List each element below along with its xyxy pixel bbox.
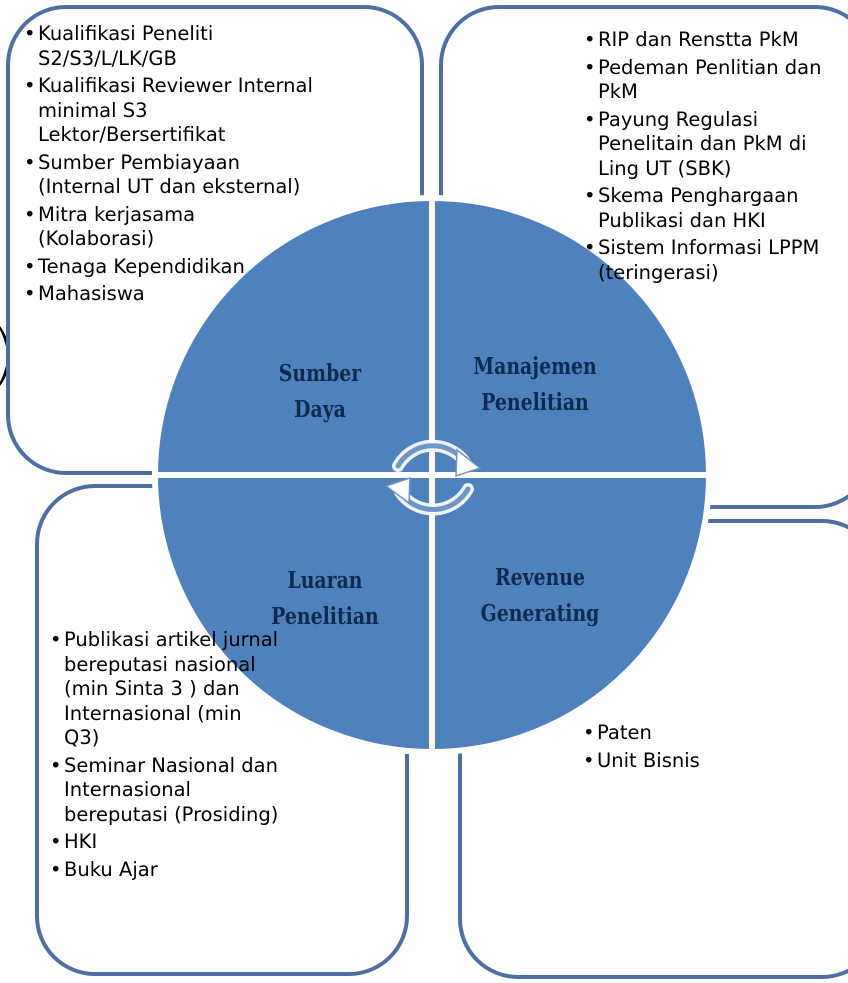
list-item: Payung Regulasi Penelitain dan PkM di Li…	[584, 108, 846, 182]
label-line: Manajemen	[473, 353, 597, 380]
list-item: Buku Ajar	[50, 858, 280, 883]
list-item: HKI	[50, 830, 280, 855]
list-item: Kualifikasi Reviewer Internal minimal S3…	[24, 74, 314, 148]
list-item: Kualifikasi Peneliti S2/S3/L/LK/GB	[24, 22, 314, 71]
sumber-daya-list: Kualifikasi Peneliti S2/S3/L/LK/GB Kuali…	[24, 22, 314, 310]
list-item: Sumber Pembiayaan (Internal UT dan ekste…	[24, 151, 314, 200]
label-line: Generating	[480, 600, 600, 627]
revenue-generating-list: Paten Unit Bisnis	[583, 721, 823, 776]
quadrant-manajemen-penelitian	[429, 194, 713, 478]
label-line: Luaran	[287, 567, 363, 594]
label-line: Sumber	[278, 360, 362, 387]
list-item: Mitra kerjasama (Kolaborasi)	[24, 203, 314, 252]
list-item: Mahasiswa	[24, 282, 314, 307]
label-line: Penelitian	[271, 603, 379, 630]
quadrant-revenue-generating	[429, 472, 713, 756]
quadrant-label-revenue-generating: Revenue Generating	[458, 560, 622, 632]
quadrant-label-manajemen-penelitian: Manajemen Penelitian	[449, 349, 621, 421]
cycle-arrows-icon	[384, 439, 482, 516]
label-line: Daya	[294, 396, 346, 423]
luaran-penelitian-list: Publikasi artikel jurnal bereputasi nasi…	[50, 628, 280, 885]
label-line: Revenue	[494, 564, 586, 591]
list-item: Pedeman Penlitian dan PkM	[584, 56, 846, 105]
list-item: Unit Bisnis	[583, 749, 823, 774]
list-item: Sistem Informasi LPPM (teringerasi)	[584, 236, 846, 285]
quadrant-label-sumber-daya: Sumber Daya	[263, 356, 378, 428]
quadrant-label-luaran-penelitian: Luaran Penelitian	[255, 563, 394, 635]
manajemen-penelitian-list: RIP dan Renstta PkM Pedeman Penlitian da…	[584, 28, 846, 288]
list-item: Skema Penghargaan Publikasi dan HKI	[584, 184, 846, 233]
list-item: Paten	[583, 721, 823, 746]
list-item: Publikasi artikel jurnal bereputasi nasi…	[50, 628, 280, 751]
list-item: RIP dan Renstta PkM	[584, 28, 846, 53]
label-line: Penelitian	[481, 389, 589, 416]
list-item: Seminar Nasional dan Internasional berep…	[50, 754, 280, 828]
list-item: Tenaga Kependidikan	[24, 255, 314, 280]
